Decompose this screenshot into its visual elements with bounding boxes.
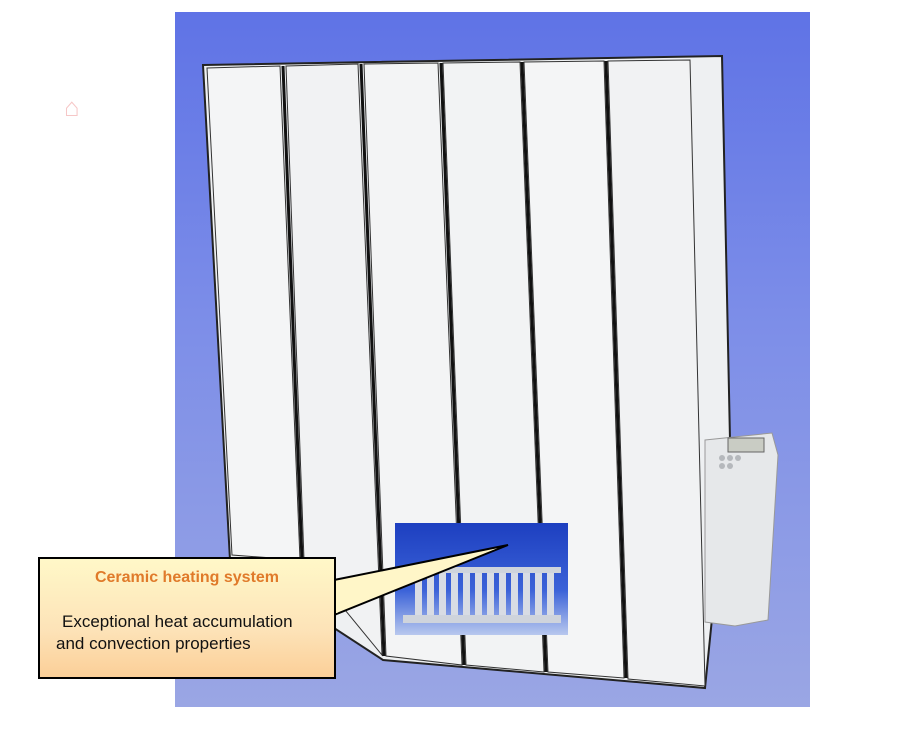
callout-line-2: and convection properties (56, 634, 251, 653)
callout-line-1: Exceptional heat accumulation (62, 612, 293, 631)
radiator-panel (442, 61, 545, 673)
radiator-panel (285, 63, 383, 657)
house-watermark-icon: ⌂ (64, 92, 80, 122)
callout-box: Ceramic heating system Exceptional heat … (38, 557, 336, 679)
callout-description: Exceptional heat accumulation and convec… (56, 611, 293, 655)
callout-title: Ceramic heating system (94, 569, 280, 586)
radiator-panel (607, 59, 706, 687)
control-display (727, 437, 765, 453)
radiator-panel (363, 62, 463, 666)
control-unit (704, 432, 779, 627)
